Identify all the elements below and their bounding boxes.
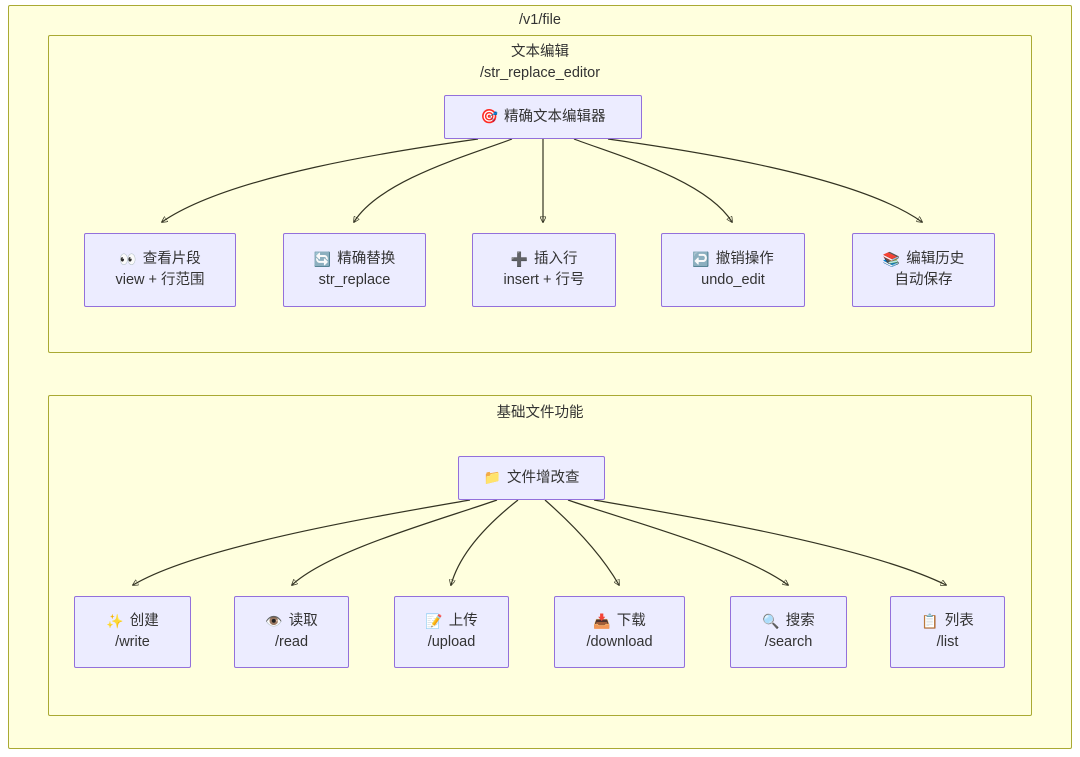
- node-editor-root[interactable]: 🎯 精确文本编辑器: [444, 95, 642, 139]
- folder-icon: 📁: [483, 469, 501, 486]
- node-editor-root-label: 精确文本编辑器: [503, 108, 606, 125]
- node-list-label: 列表: [944, 613, 974, 630]
- node-insert-sublabel: insert + 行号: [503, 272, 585, 288]
- node-list-sublabel: /list: [936, 634, 959, 650]
- node-download-sublabel: /download: [586, 634, 653, 650]
- node-file-root[interactable]: 📁 文件增改查: [458, 456, 605, 500]
- undo-icon: ↩️: [692, 251, 710, 268]
- node-insert[interactable]: ➕ 插入行 insert + 行号: [472, 233, 616, 307]
- node-write[interactable]: ✨ 创建 /write: [74, 596, 191, 668]
- node-str-replace-label: 精确替换: [337, 251, 396, 268]
- node-view-sublabel: view + 行范围: [115, 272, 205, 288]
- node-write-sublabel: /write: [115, 634, 150, 650]
- group-file-basic: [48, 395, 1032, 716]
- node-download[interactable]: 📥 下载 /download: [554, 596, 685, 668]
- node-file-root-label: 文件增改查: [506, 469, 580, 486]
- group-text-edit-title: 文本编辑 /str_replace_editor: [479, 44, 601, 82]
- refresh-icon: 🔄: [313, 251, 332, 268]
- group-v1-file-title: /v1/file: [519, 12, 561, 28]
- node-undo-edit-sublabel: undo_edit: [701, 272, 765, 288]
- node-undo-edit[interactable]: ↩️ 撤销操作 undo_edit: [661, 233, 805, 307]
- node-history[interactable]: 📚 编辑历史 自动保存: [852, 233, 995, 307]
- node-search-label: 搜索: [785, 613, 815, 630]
- plus-icon: ➕: [510, 251, 528, 268]
- inbox-tray-icon: 📥: [593, 613, 611, 630]
- node-search-sublabel: /search: [764, 634, 813, 650]
- node-undo-edit-label: 撤销操作: [715, 251, 774, 268]
- node-upload-label: 上传: [448, 613, 478, 630]
- memo-icon: 📝: [425, 613, 443, 630]
- node-str-replace-sublabel: str_replace: [318, 272, 391, 288]
- node-view[interactable]: 👀 查看片段 view + 行范围: [84, 233, 236, 307]
- node-list[interactable]: 📋 列表 /list: [890, 596, 1005, 668]
- sparkles-icon: ✨: [106, 613, 124, 630]
- node-read[interactable]: 👁️ 读取 /read: [234, 596, 349, 668]
- node-history-sublabel: 自动保存: [894, 272, 953, 288]
- clipboard-icon: 📋: [921, 613, 939, 630]
- node-search[interactable]: 🔍 搜索 /search: [730, 596, 847, 668]
- target-icon: 🎯: [480, 108, 498, 125]
- node-upload[interactable]: 📝 上传 /upload: [394, 596, 509, 668]
- node-view-label: 查看片段: [142, 251, 201, 268]
- group-file-basic-title: 基础文件功能: [496, 405, 584, 421]
- node-history-label: 编辑历史: [906, 251, 965, 268]
- node-insert-label: 插入行: [533, 251, 578, 268]
- node-str-replace[interactable]: 🔄 精确替换 str_replace: [283, 233, 426, 307]
- node-write-label: 创建: [129, 613, 159, 630]
- eyes-icon: 👀: [119, 251, 137, 268]
- books-icon: 📚: [882, 251, 901, 268]
- node-read-sublabel: /read: [274, 634, 309, 650]
- magnifying-glass-icon: 🔍: [762, 613, 780, 630]
- node-read-label: 读取: [288, 613, 318, 630]
- node-download-label: 下载: [616, 613, 646, 630]
- eye-icon: 👁️: [265, 613, 283, 630]
- node-upload-sublabel: /upload: [427, 634, 476, 650]
